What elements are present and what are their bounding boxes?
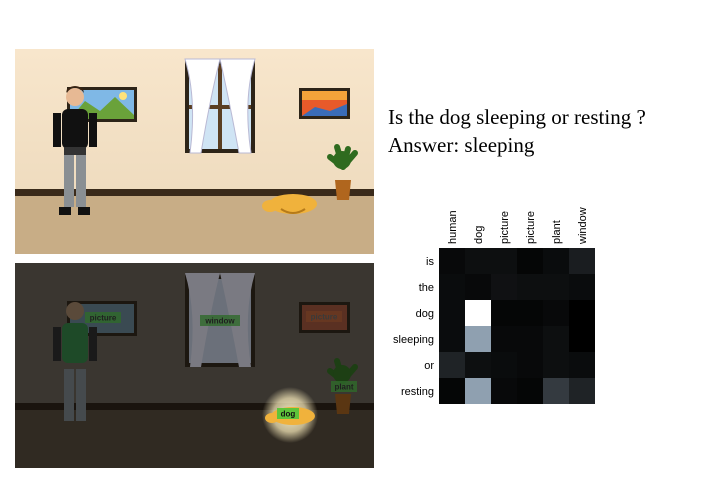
room-dim xyxy=(15,263,374,468)
row-label: dog xyxy=(416,308,434,320)
heatmap-cell xyxy=(491,274,517,300)
column-label: window xyxy=(577,207,589,245)
column-label: plant xyxy=(551,220,563,244)
scene-image-original xyxy=(15,49,374,254)
heatmap-cell xyxy=(491,378,517,404)
row-label: is xyxy=(426,256,434,268)
row-label: or xyxy=(424,360,434,372)
column-label: picture xyxy=(525,211,537,244)
row-label: sleeping xyxy=(393,334,434,346)
heatmap-cell xyxy=(569,274,595,300)
dog xyxy=(262,194,317,214)
heatmap-cell xyxy=(491,326,517,352)
heatmap-cell xyxy=(439,326,465,352)
human xyxy=(53,86,97,215)
heatmap-cell xyxy=(491,248,517,274)
plant xyxy=(327,144,358,200)
svg-text:window: window xyxy=(204,317,235,326)
heatmap-cell xyxy=(543,300,569,326)
heatmap-cell xyxy=(517,300,543,326)
attention-heatmap: is the dog sleeping or resting human dog picture… xyxy=(393,207,595,404)
heatmap-cell xyxy=(491,352,517,378)
heatmap-cell xyxy=(517,326,543,352)
heatmap-cell xyxy=(569,352,595,378)
heatmap-cell xyxy=(491,300,517,326)
label-picture-left: picture xyxy=(85,312,121,323)
heatmap-cell xyxy=(465,248,491,274)
svg-text:dog: dog xyxy=(281,410,296,419)
column-label: human xyxy=(447,210,459,244)
heatmap-cell xyxy=(439,378,465,404)
heatmap-cell xyxy=(465,326,491,352)
heatmap-cell xyxy=(439,300,465,326)
heatmap-cell xyxy=(439,248,465,274)
heatmap-cell xyxy=(439,352,465,378)
heatmap-cell xyxy=(517,274,543,300)
label-plant: plant xyxy=(331,381,357,392)
heatmap-cell xyxy=(439,274,465,300)
heatmap-cell xyxy=(517,352,543,378)
label-picture-right: picture xyxy=(306,311,342,322)
window xyxy=(184,58,256,154)
label-dog: dog xyxy=(277,408,299,419)
heatmap-cell xyxy=(569,248,595,274)
heatmap-cell xyxy=(543,274,569,300)
answer-text: Answer: sleeping xyxy=(388,133,535,157)
column-label: picture xyxy=(499,211,511,244)
picture-right xyxy=(299,88,350,119)
heatmap-cell xyxy=(465,274,491,300)
heatmap-cell xyxy=(465,378,491,404)
heatmap-cell xyxy=(465,300,491,326)
heatmap-cell xyxy=(569,378,595,404)
scene-image-attention: picture window picture plant dog xyxy=(15,263,374,468)
heatmap-cell xyxy=(543,378,569,404)
heatmap-cell xyxy=(543,248,569,274)
svg-text:picture: picture xyxy=(90,314,117,323)
heatmap-cell xyxy=(543,352,569,378)
heatmap-cell xyxy=(517,378,543,404)
heatmap-cell xyxy=(543,326,569,352)
svg-text:plant: plant xyxy=(334,383,353,392)
row-label: resting xyxy=(401,386,434,398)
label-window: window xyxy=(200,315,240,326)
heatmap-cell xyxy=(569,300,595,326)
heatmap-cell xyxy=(569,326,595,352)
row-label: the xyxy=(419,282,434,294)
svg-text:picture: picture xyxy=(311,313,338,322)
heatmap-cell xyxy=(517,248,543,274)
room xyxy=(15,49,374,254)
column-label: dog xyxy=(473,226,485,244)
question-text: Is the dog sleeping or resting ? xyxy=(388,105,646,129)
heatmap-cell xyxy=(465,352,491,378)
